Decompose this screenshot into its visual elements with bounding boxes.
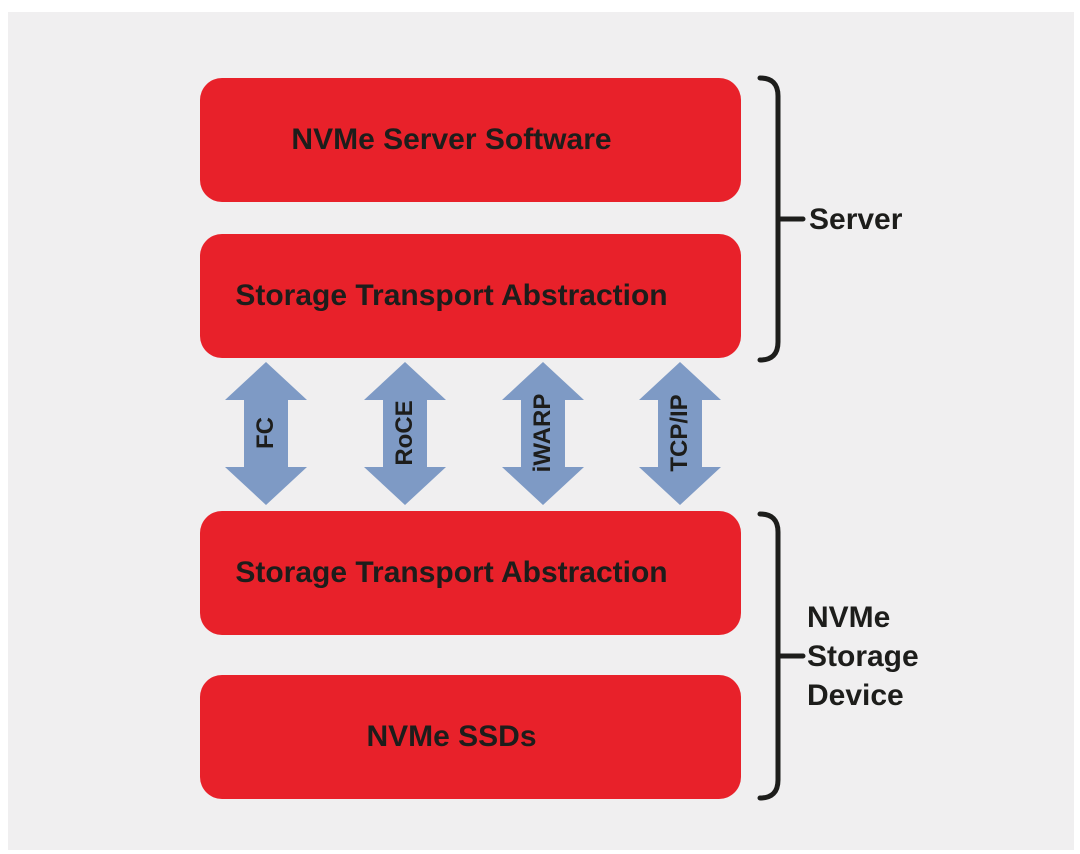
box-label-storage-transport-abstraction-device: Storage Transport Abstraction [235,556,668,589]
brace-path [757,511,806,801]
double-arrow-icon-fc [225,362,307,505]
double-arrow-shape [225,362,307,505]
brace-bracket-nvme-storage-device [757,511,806,801]
transport-label-roce: RoCE [391,400,418,466]
double-arrow-icon-tcpip [639,362,721,505]
box-nvme-server-software: NVMe Server Software [200,78,741,202]
double-arrow-shape [502,362,584,505]
box-label-storage-transport-abstraction-server: Storage Transport Abstraction [235,279,668,312]
box-label-nvme-server-software: NVMe Server Software [291,123,612,156]
box-storage-transport-abstraction-device: Storage Transport Abstraction [200,511,741,635]
group-label-nvme-storage-device: NVMe Storage Device [807,601,919,712]
double-arrow-icon-iwarp [502,362,584,505]
transport-label-iwarp: iWARP [529,393,556,473]
double-arrow-shape [639,362,721,505]
box-storage-transport-abstraction-server: Storage Transport Abstraction [200,234,741,358]
double-arrow-shape [364,362,446,505]
brace-path [757,75,806,363]
double-arrow-icon-roce [364,362,446,505]
group-label-server: Server [809,203,903,236]
transport-label-tcpip: TCP/IP [666,394,693,472]
box-label-nvme-ssds: NVMe SSDs [366,720,537,753]
brace-bracket-server [757,75,806,363]
diagram-canvas: NVMe Server Software Storage Transport A… [8,12,1074,850]
transport-label-fc: FC [252,417,279,449]
box-nvme-ssds: NVMe SSDs [200,675,741,799]
